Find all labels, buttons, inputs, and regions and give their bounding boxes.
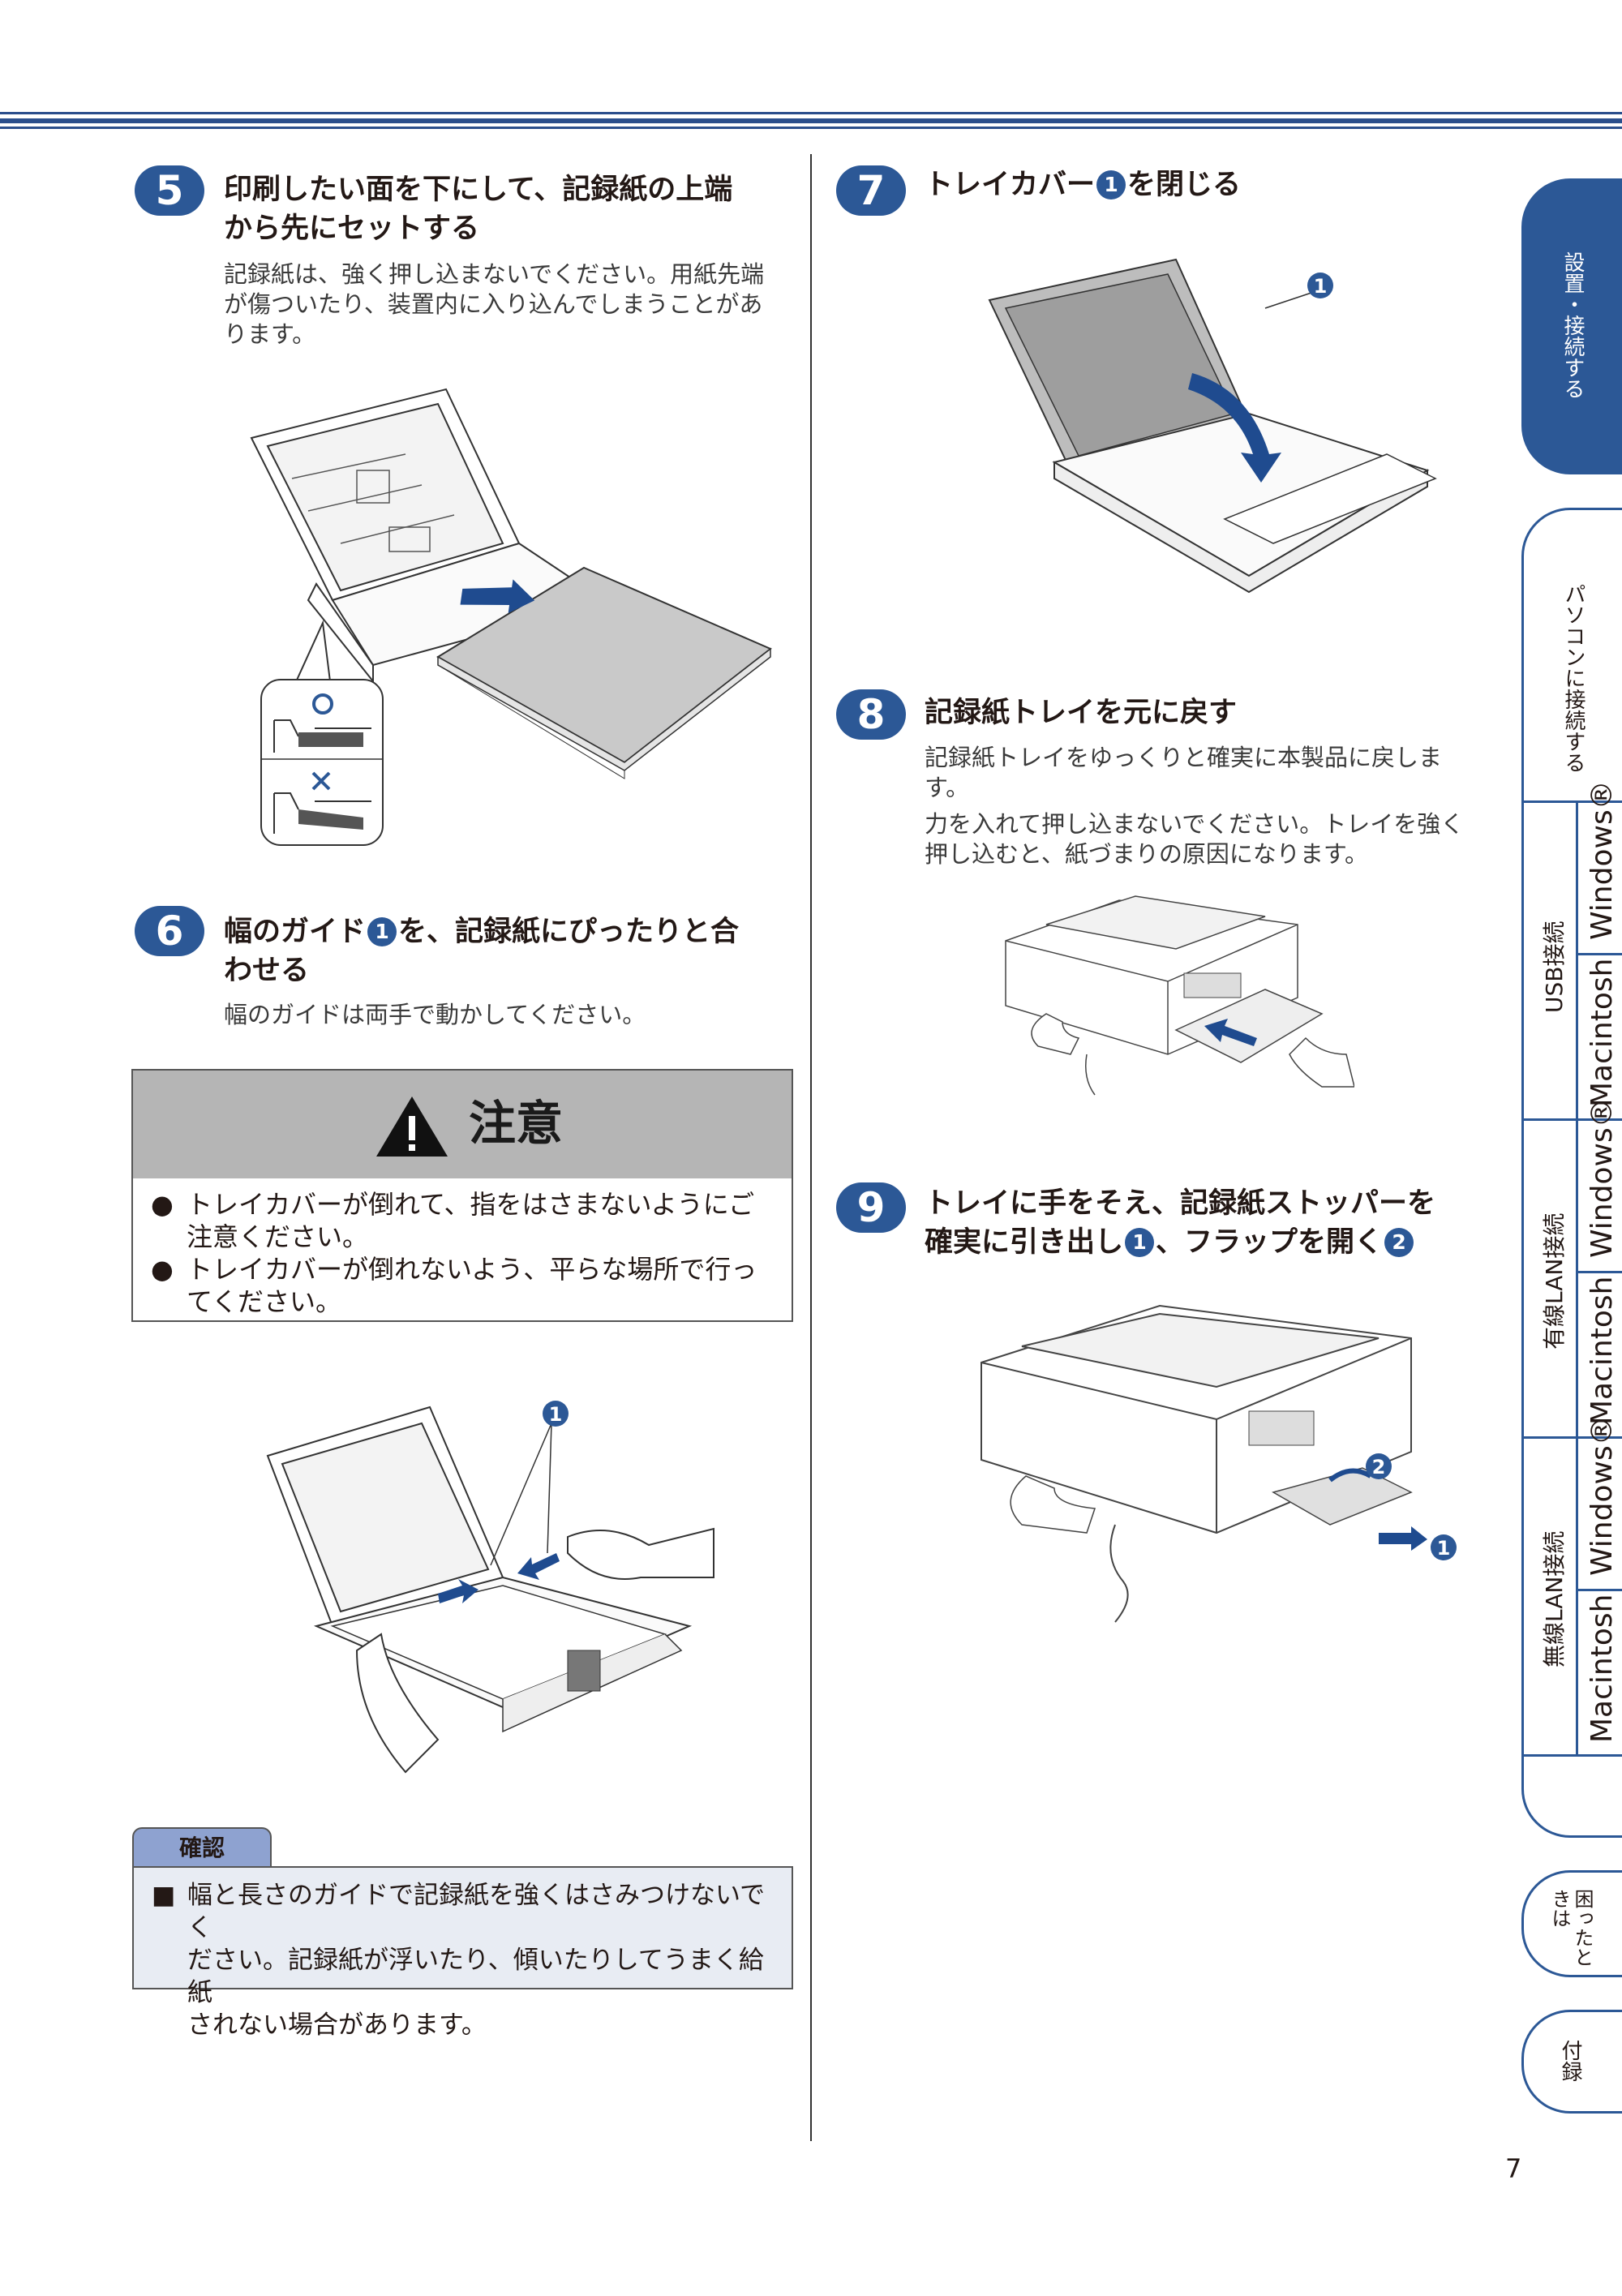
caution-box: 注意 ● トレイカバーが倒れて、指をはさまないようにご注意ください。 ● トレイ…	[131, 1069, 793, 1322]
caution-item: ● トレイカバーが倒れないよう、平らな場所で行ってください。	[151, 1253, 774, 1318]
side-tab-appendix-label: 付録	[1558, 2040, 1582, 2082]
side-tab-wired-macintosh[interactable]: Macintosh	[1586, 1276, 1619, 1425]
step-8-body-2: 力を入れて押し込まないでください。トレイを強く 押し込むと、紙づまりの原因になり…	[925, 809, 1464, 869]
step-8-body-2-line-1: 力を入れて押し込まないでください。トレイを強く	[925, 810, 1465, 838]
confirm-line-1: 幅と長さのガイドで記録紙を強くはさみつけないでく	[187, 1881, 766, 1942]
step-6-title-b: を、記録紙にぴったりと合	[398, 916, 740, 948]
side-tab-pc[interactable]: パソコンに接続する USB接続 Windows® Macintosh 有線LAN…	[1521, 508, 1622, 1838]
caution-item-1-line-2: 注意ください。	[187, 1221, 369, 1252]
figure-marker-2: 2	[1372, 1456, 1386, 1478]
step-8-body-1-line-2: す。	[925, 774, 970, 801]
step-badge-6: 6	[135, 906, 204, 956]
step-9-marker-1: 1	[1125, 1228, 1155, 1257]
step-9-marker-2: 2	[1384, 1228, 1414, 1257]
step-badge-8: 8	[836, 689, 906, 740]
side-tab-setup-label: 設置・接続する	[1560, 251, 1585, 399]
confirm-tab: 確認	[132, 1827, 272, 1868]
stopper-flap-illustration: 2 1	[980, 1304, 1457, 1623]
caution-body: ● トレイカバーが倒れて、指をはさまないようにご注意ください。 ● トレイカバー…	[133, 1178, 792, 1328]
step-6-body: 幅のガイドは両手で動かしてください。	[224, 1001, 646, 1028]
step-8-body-1: 記録紙トレイをゆっくりと確実に本製品に戻しま す。	[925, 743, 1442, 803]
push-arrow	[1204, 1019, 1257, 1046]
side-tab-wireless-macintosh[interactable]: Macintosh	[1586, 1594, 1619, 1743]
side-tab-wired-label: 有線LAN接続	[1541, 1212, 1568, 1350]
step-5-title-line-2: から先にセットする	[224, 212, 480, 245]
caution-item-2-line-2: てください。	[187, 1286, 342, 1317]
side-tab-trouble-label: 困ったときは	[1548, 1889, 1594, 1967]
header-rule-3	[0, 127, 1622, 129]
figure-marker-1: 1	[549, 1403, 563, 1426]
page-number: 7	[1505, 2153, 1522, 2184]
step-9-title-line-1: トレイに手をそえ、記録紙ストッパーを	[925, 1187, 1436, 1220]
step-badge-5: 5	[135, 165, 204, 216]
side-tab-appendix[interactable]: 付録	[1521, 2010, 1622, 2114]
step-6-title-line-2: わせる	[224, 955, 310, 987]
side-tab-usb-macintosh[interactable]: Macintosh	[1586, 958, 1619, 1107]
step-5-body-line-1: 記録紙は、強く押し込まないでください。用紙先端	[224, 260, 765, 288]
ok-mark	[312, 693, 333, 715]
side-tab-wireless-windows[interactable]: Windows®	[1586, 1416, 1619, 1576]
step-5-body-line-3: ります。	[224, 320, 316, 348]
step-5-title: 印刷したい面を下にして、記録紙の上端 から先にセットする	[224, 170, 732, 248]
confirm-line-2: ださい。記録紙が浮いたり、傾いたりしてうまく給紙	[187, 1946, 764, 2007]
side-tab-usb-label: USB接続	[1541, 921, 1568, 1013]
step-9-title-l2b: 、フラップを開く	[1156, 1226, 1384, 1259]
warning-icon	[376, 1097, 448, 1157]
column-divider	[810, 154, 812, 2141]
side-tab-pc-label: パソコンに接続する	[1561, 583, 1586, 773]
step-9-title-l2a: 確実に引き出し	[925, 1226, 1124, 1259]
step-badge-7: 7	[836, 165, 906, 216]
close-arrow	[1188, 373, 1281, 483]
tray-cover-close-illustration: 1	[988, 258, 1437, 594]
tray-insert-illustration	[1005, 895, 1354, 1096]
step-8-body-1-line-1: 記録紙トレイをゆっくりと確実に本製品に戻しま	[925, 744, 1443, 771]
step-6-title-a: 幅のガイド	[224, 916, 367, 948]
square-bullet-icon: ■	[152, 1881, 176, 1910]
paper-insert-inset	[260, 620, 384, 846]
step-5-title-line-1: 印刷したい面を下にして、記録紙の上端	[224, 174, 733, 206]
figure-marker-1: 1	[1437, 1537, 1451, 1560]
side-tab-wired-windows[interactable]: Windows®	[1586, 1098, 1619, 1258]
caution-item-1-line-1: トレイカバーが倒れて、指をはさまないようにご	[187, 1189, 755, 1220]
caution-header: 注意	[133, 1071, 792, 1178]
caution-item: ● トレイカバーが倒れて、指をはさまないようにご注意ください。	[151, 1188, 774, 1253]
step-8-body-2-line-2: 押し込むと、紙づまりの原因になります。	[925, 840, 1368, 868]
header-rule-1	[0, 112, 1622, 114]
caution-title: 注意	[469, 1096, 564, 1151]
width-guide-illustration: 1	[266, 1401, 714, 1774]
step-7-marker-1: 1	[1096, 170, 1126, 200]
step-7-title-a: トレイカバー	[925, 169, 1096, 201]
side-tab-usb-windows[interactable]: Windows®	[1586, 780, 1619, 940]
bullet-icon: ●	[151, 1254, 174, 1285]
side-tab-trouble[interactable]: 困ったときは	[1521, 1870, 1622, 1977]
confirm-line-3: されない場合があります。	[187, 2011, 487, 2040]
step-7-title-b: を閉じる	[1127, 169, 1242, 201]
header-rule-2	[0, 118, 1622, 123]
side-tab-setup[interactable]: 設置・接続する	[1521, 178, 1622, 474]
step-badge-9: 9	[836, 1182, 906, 1233]
step-5-body-line-2: が傷ついたり、装置内に入り込んでしまうことがあ	[224, 290, 763, 318]
flap-arrow	[1328, 1468, 1372, 1483]
confirm-box: ■ 幅と長さのガイドで記録紙を強くはさみつけないでく ださい。記録紙が浮いたり、…	[132, 1866, 793, 2040]
confirm-item: ■ 幅と長さのガイドで記録紙を強くはさみつけないでく ださい。記録紙が浮いたり、…	[152, 1879, 774, 2041]
paper-tray-loading-illustration	[250, 388, 772, 779]
step-8-title: 記録紙トレイを元に戻す	[925, 697, 1238, 729]
bullet-icon: ●	[151, 1189, 174, 1220]
side-tab-wireless-label: 無線LAN接続	[1541, 1530, 1568, 1667]
caution-item-2-line-1: トレイカバーが倒れないよう、平らな場所で行っ	[187, 1254, 757, 1285]
insert-arrow	[460, 579, 535, 613]
step-6-marker-1: 1	[367, 917, 397, 946]
figure-marker-1: 1	[1314, 275, 1328, 298]
ng-mark	[311, 771, 331, 791]
step-5-body: 記録紙は、強く押し込まないでください。用紙先端 が傷ついたり、装置内に入り込んで…	[224, 260, 764, 350]
